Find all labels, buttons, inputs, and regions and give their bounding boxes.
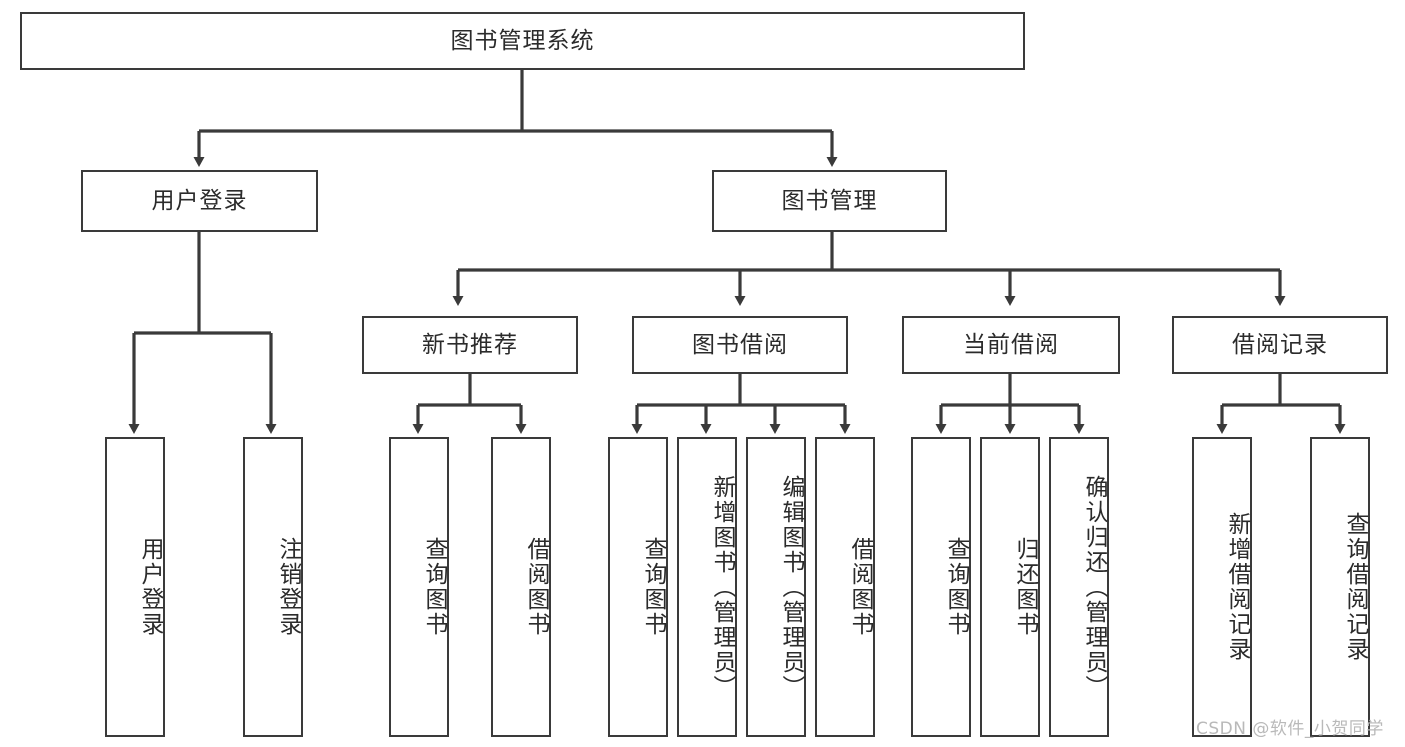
leaf-new-book-borrow-book[interactable]: 借阅图书 [491,437,551,737]
leaf-book-borrow-edit-book-admin[interactable]: 编辑图书（管理员） [746,437,806,737]
leaf-borrow-record-query-record[interactable]: 查询借阅记录 [1310,437,1370,737]
csdn-watermark: CSDN @软件_小贺同学 [1196,719,1384,739]
leaf-book-borrow-add-book-admin[interactable]: 新增图书（管理员） [677,437,737,737]
node-user-login[interactable]: 用户登录 [81,170,318,232]
node-borrow-record[interactable]: 借阅记录 [1172,316,1388,374]
leaf-user-login-login[interactable]: 用户登录 [105,437,165,737]
node-root-book-management-system[interactable]: 图书管理系统 [20,12,1025,70]
leaf-book-borrow-query-book[interactable]: 查询图书 [608,437,668,737]
leaf-current-borrow-return-book[interactable]: 归还图书 [980,437,1040,737]
leaf-borrow-record-add-record[interactable]: 新增借阅记录 [1192,437,1252,737]
leaf-current-borrow-confirm-return-admin[interactable]: 确认归还（管理员） [1049,437,1109,737]
node-book-management[interactable]: 图书管理 [712,170,947,232]
leaf-current-borrow-query-book[interactable]: 查询图书 [911,437,971,737]
leaf-new-book-query-book[interactable]: 查询图书 [389,437,449,737]
node-book-borrow[interactable]: 图书借阅 [632,316,848,374]
leaf-user-login-logout[interactable]: 注销登录 [243,437,303,737]
leaf-book-borrow-borrow-book[interactable]: 借阅图书 [815,437,875,737]
node-new-book-recommend[interactable]: 新书推荐 [362,316,578,374]
node-current-borrow[interactable]: 当前借阅 [902,316,1120,374]
